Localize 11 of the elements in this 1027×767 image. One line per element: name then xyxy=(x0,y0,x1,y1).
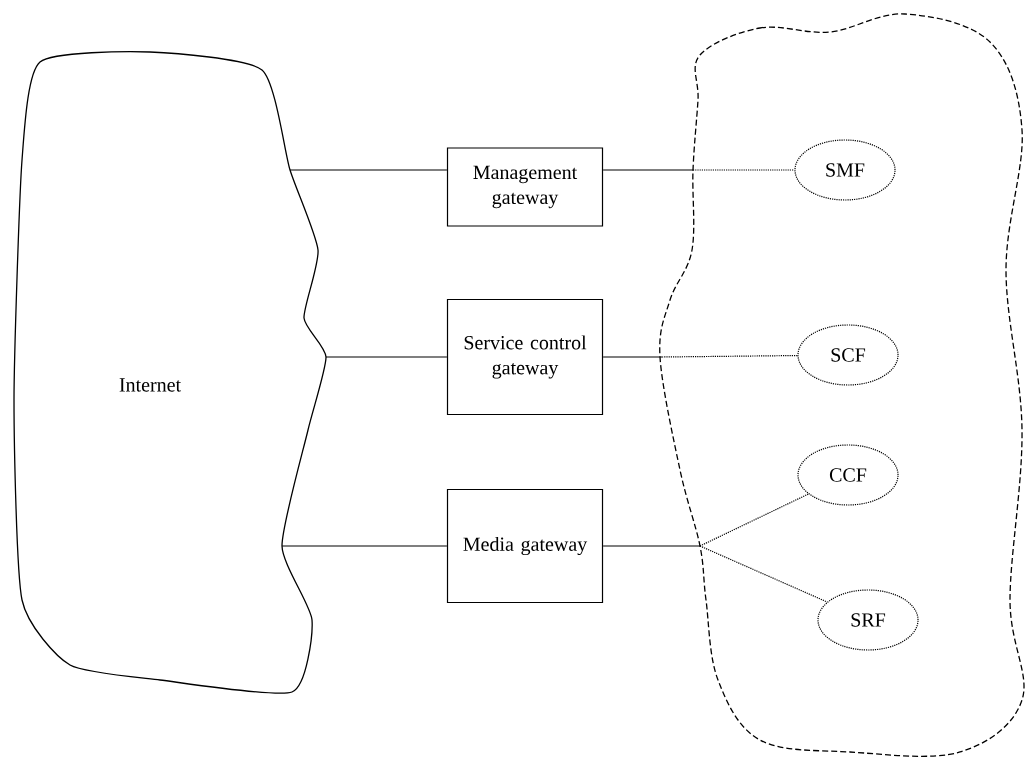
connector-line xyxy=(281,545,448,547)
gateway-box: Media gateway xyxy=(446,488,604,604)
network-cloud xyxy=(659,13,1025,757)
gateway-box: Management gateway xyxy=(446,147,604,227)
connector-line xyxy=(325,356,448,358)
connector-line xyxy=(602,493,828,603)
gateway-box: Service control gateway xyxy=(446,298,604,416)
connector-line xyxy=(289,169,448,171)
connector-line xyxy=(602,169,795,171)
connector-line xyxy=(602,354,798,358)
network-cloud: Internet xyxy=(13,51,327,694)
